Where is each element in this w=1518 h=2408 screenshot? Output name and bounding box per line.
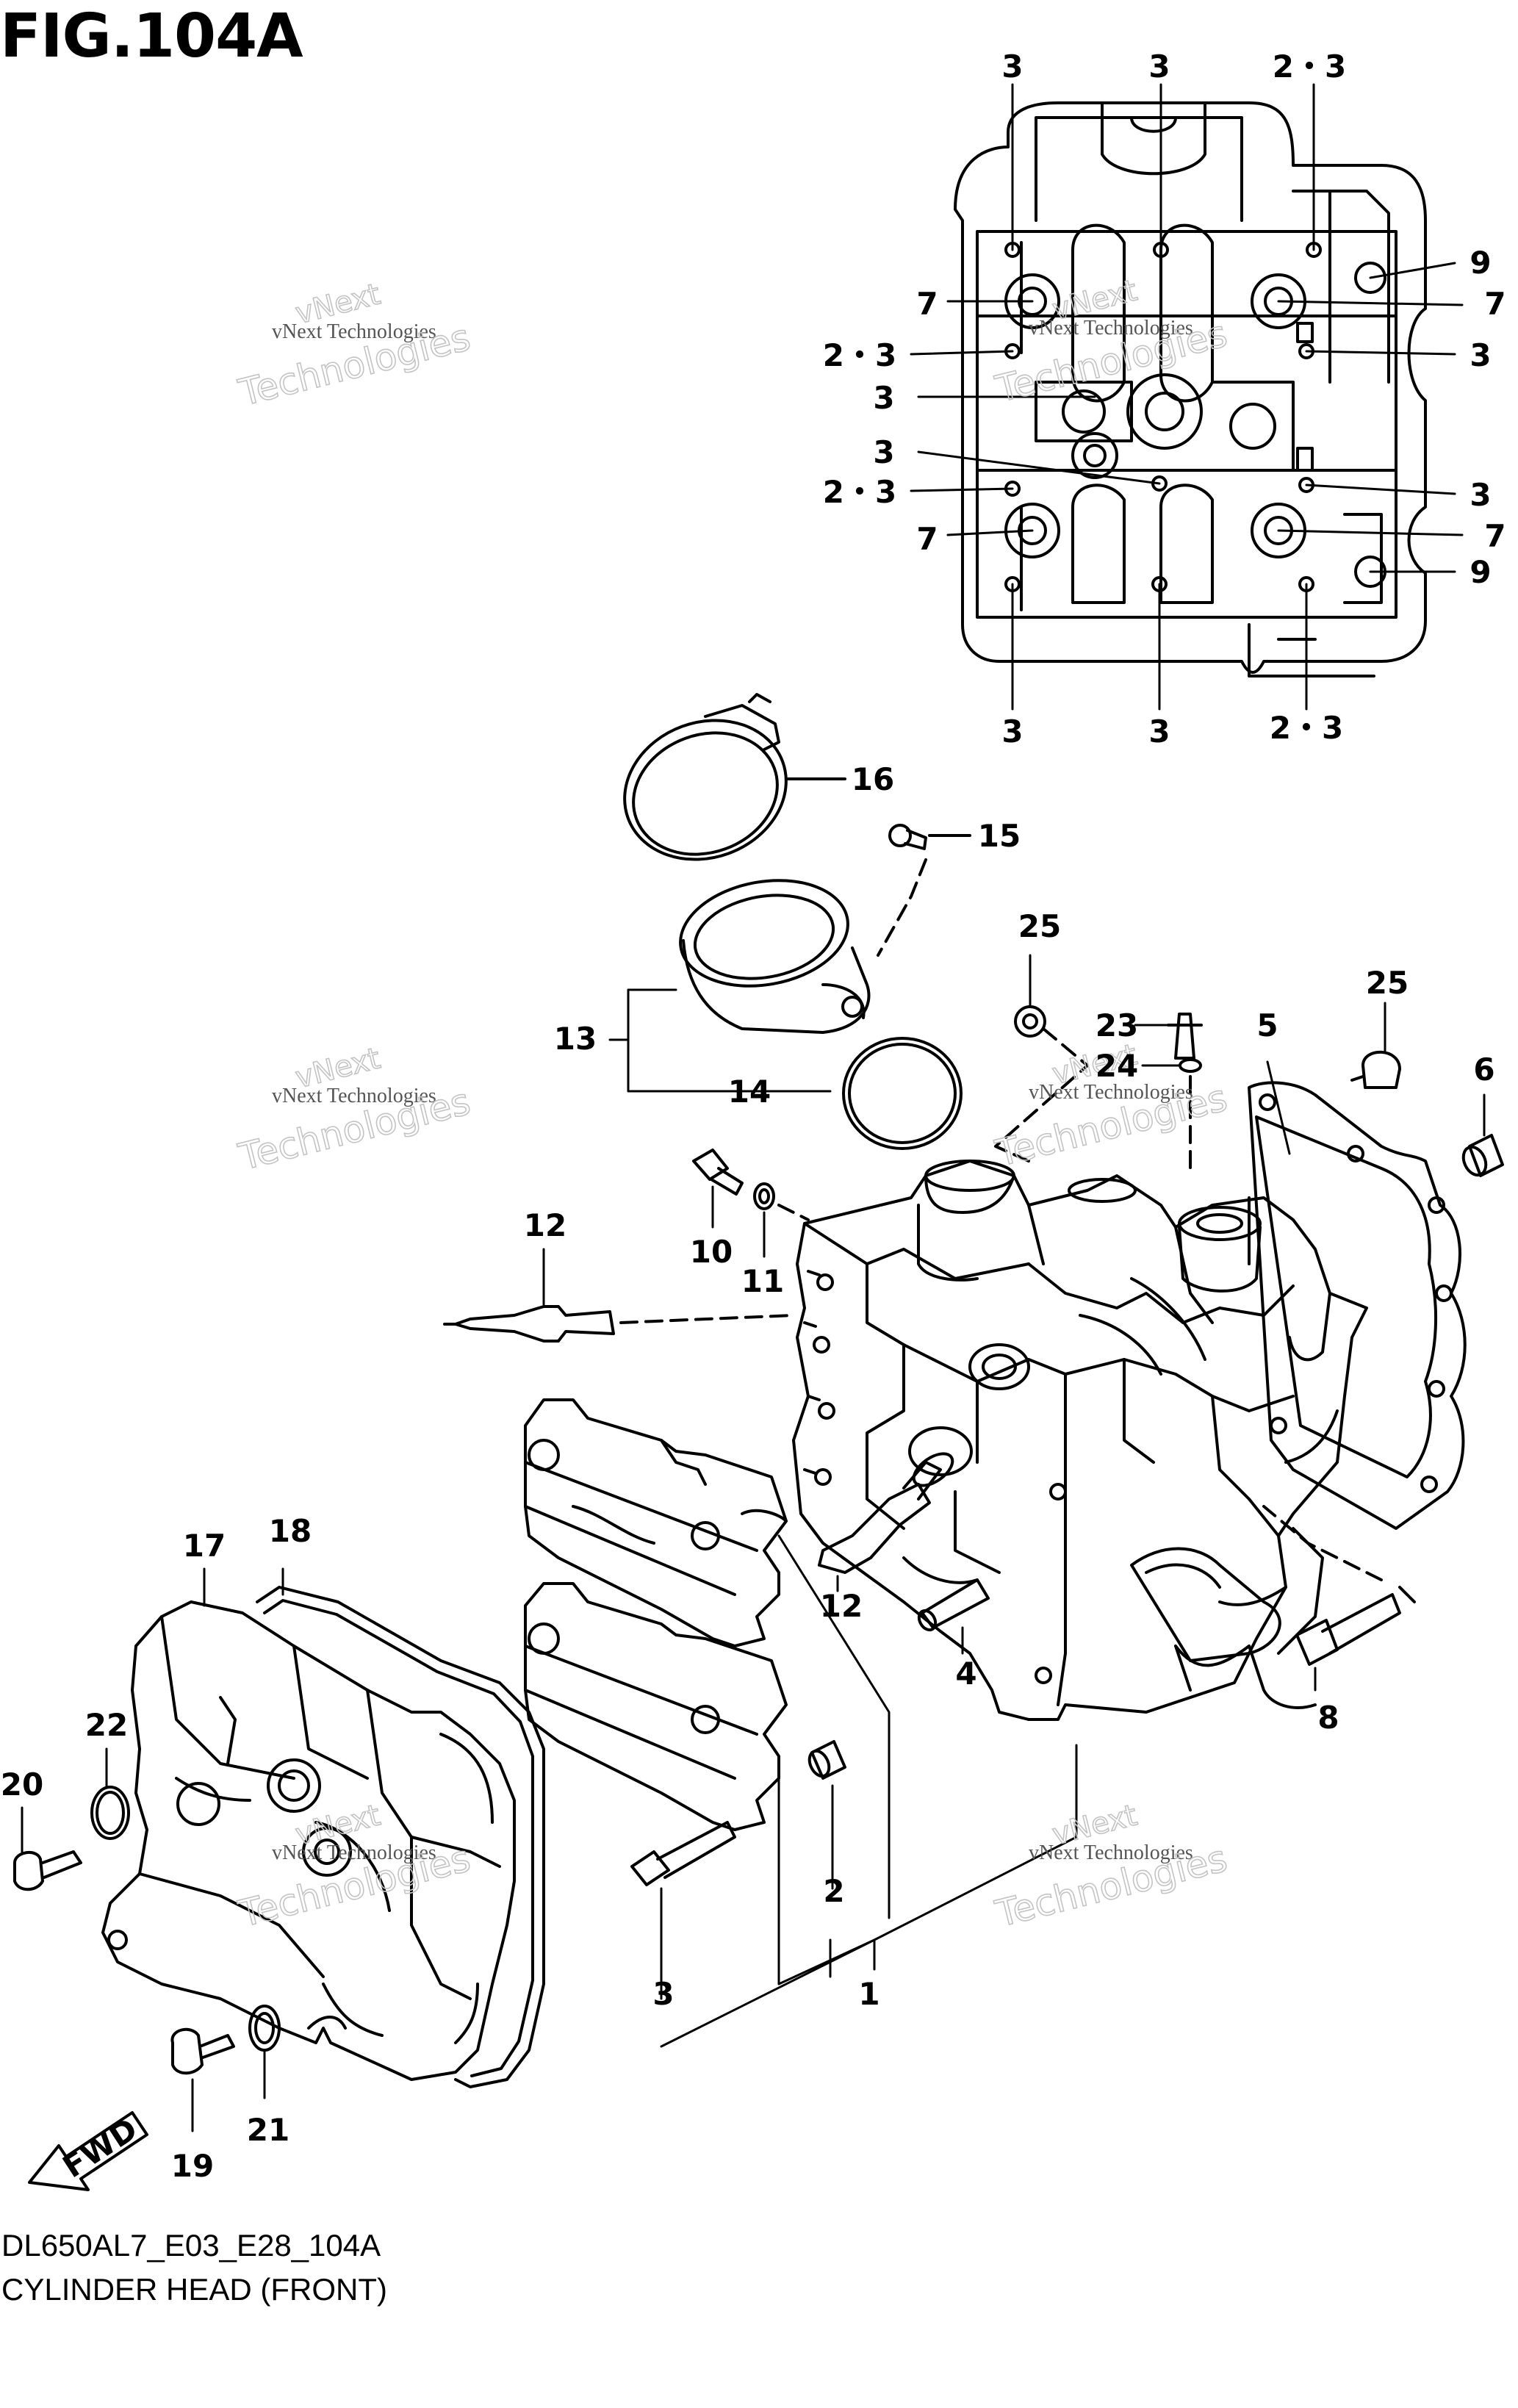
bolt-19: [170, 2027, 235, 2132]
callout-7: 7: [916, 521, 938, 557]
callout-14: 14: [728, 1074, 771, 1110]
watermarks: vNext Technologies vNext Technologies vN…: [234, 273, 1231, 1936]
exhaust-port: [1130, 1547, 1281, 1662]
callout-3: 3: [1470, 477, 1491, 513]
callout-2-3: 2・3: [1270, 710, 1343, 746]
callout-3: 3: [873, 380, 894, 416]
callout-2-3: 2・3: [823, 337, 896, 373]
washer-11: [753, 1182, 810, 1258]
callout-18: 18: [269, 1513, 312, 1549]
callout-15: 15: [978, 818, 1021, 854]
callout-20: 20: [1, 1767, 43, 1803]
callout-22: 22: [85, 1707, 128, 1743]
figure-title: FIG.104A: [0, 1, 303, 71]
callout-12: 12: [524, 1207, 566, 1243]
callout-23: 23: [1096, 1007, 1138, 1043]
bracket-13-14: [608, 988, 832, 1093]
callout-2-3: 2・3: [823, 474, 896, 510]
bolt-20: [13, 1806, 82, 1891]
callout-7: 7: [916, 286, 938, 322]
screw-15: [877, 824, 971, 957]
intake-clamp-16: [623, 693, 846, 861]
callout-8: 8: [1317, 1700, 1339, 1736]
watermark-text: vNext Technologies: [1029, 317, 1193, 339]
spark-plug-12-lower: [818, 1452, 954, 1592]
intake-pipe-13: [679, 879, 871, 1034]
callout-3: 3: [1470, 337, 1491, 373]
bolt-10: [692, 1149, 744, 1229]
callout-24: 24: [1096, 1048, 1138, 1084]
fitting-23-24: [1134, 1013, 1203, 1177]
head-cover-17: [101, 1600, 516, 2081]
top-view-leaders: [910, 83, 1464, 711]
fwd-arrow-badge: FWD: [28, 2110, 148, 2191]
callout-9: 9: [1470, 245, 1491, 281]
watermark-text: vNext Technologies: [272, 320, 436, 343]
plug-25-right: [1350, 1002, 1401, 1089]
callout-13: 13: [554, 1021, 597, 1057]
callout-10: 10: [690, 1234, 733, 1270]
gasket-5: [1248, 1060, 1467, 1530]
bracket-1: [660, 1534, 1078, 2048]
dowel-6: [1461, 1093, 1504, 1177]
gasket-18: [203, 1567, 545, 2088]
callout-6: 6: [1473, 1052, 1494, 1088]
callout-3: 3: [1001, 714, 1023, 750]
cylinder-head-body: [792, 1160, 1368, 1721]
pin-4: [917, 1578, 990, 1655]
bolt-3: [630, 1821, 736, 2000]
callout-7: 7: [1484, 518, 1506, 554]
callout-25: 25: [1018, 908, 1061, 944]
spark-plug-12-upper: [443, 1248, 795, 1343]
callout-19: 19: [171, 2148, 214, 2184]
callout-21: 21: [247, 2112, 289, 2148]
callout-4: 4: [955, 1656, 976, 1692]
callout-5: 5: [1256, 1007, 1278, 1043]
callout-7: 7: [1484, 286, 1506, 322]
callout-3: 3: [1148, 48, 1170, 85]
callout-3: 3: [1001, 48, 1023, 85]
callout-1: 1: [858, 1976, 879, 2012]
watermark-text: vNext Technologies: [272, 1085, 436, 1107]
callout-labels: 3 3 2・3 9 7 7 2・3 3 3 3 2・3 3 7 7 9 3 3 …: [1, 48, 1506, 2184]
callout-3: 3: [1148, 714, 1170, 750]
callout-17: 17: [183, 1528, 226, 1564]
callout-12: 12: [820, 1588, 863, 1624]
figure-name: CYLINDER HEAD (FRONT): [1, 2272, 388, 2307]
o-ring-14: [842, 1037, 963, 1150]
callout-16: 16: [852, 761, 894, 797]
dowel-2: [807, 1740, 846, 1890]
callout-2: 2: [823, 1873, 844, 1909]
figure-code: DL650AL7_E03_E28_104A: [1, 2228, 381, 2263]
callout-11: 11: [741, 1263, 784, 1299]
watermark-text: vNext Technologies: [272, 1841, 436, 1864]
head-cover-side-detail: [307, 2016, 347, 2030]
grommet-21: [248, 2005, 281, 2099]
cam-holder-upper: [524, 1398, 788, 1647]
callout-25: 25: [1366, 965, 1409, 1001]
plug-25-left: [994, 954, 1089, 1162]
watermark-text: vNext Technologies: [1029, 1841, 1193, 1864]
callout-3: 3: [652, 1976, 674, 2012]
callout-2-3: 2・3: [1273, 48, 1346, 85]
watermark-text: vNext Technologies: [1029, 1081, 1193, 1104]
callout-3: 3: [873, 434, 894, 470]
bolt-8: [1262, 1505, 1416, 1692]
grommet-22: [90, 1747, 130, 1840]
cam-holder-lower: [524, 1582, 788, 1831]
fwd-label: FWD: [57, 2110, 144, 2185]
callout-9: 9: [1470, 554, 1491, 590]
